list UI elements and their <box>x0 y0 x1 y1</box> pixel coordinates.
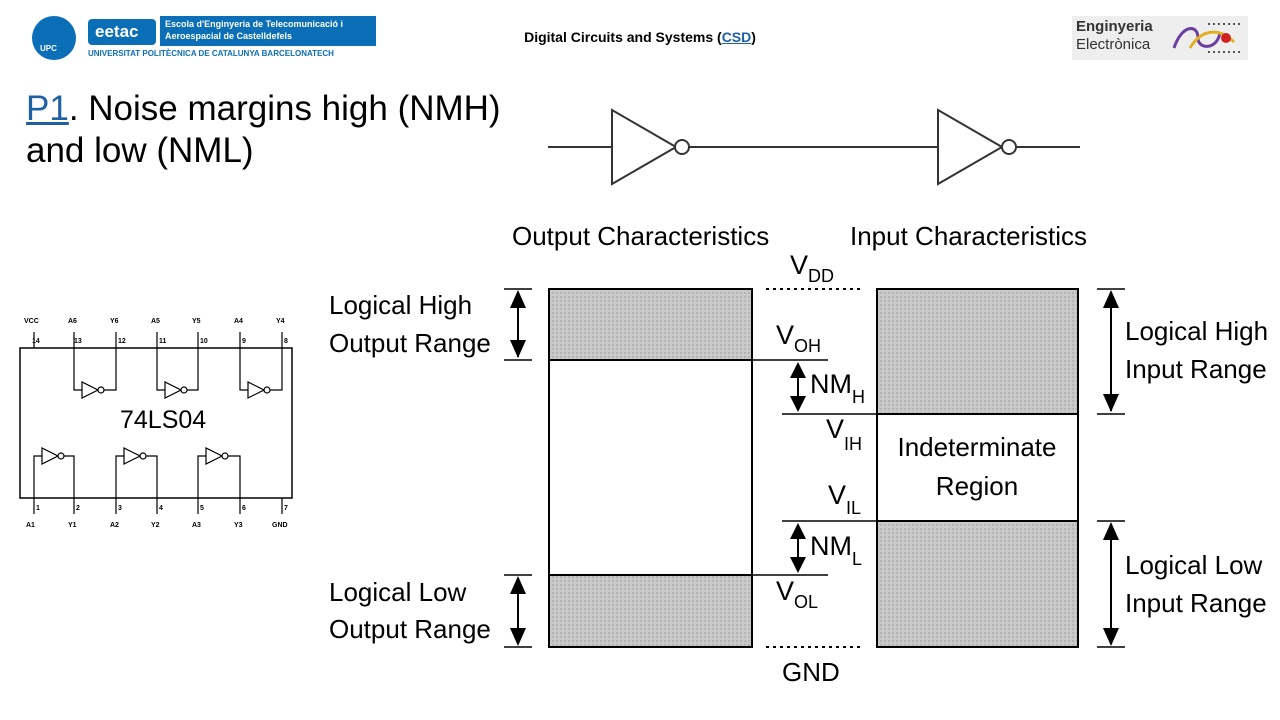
dept-logo-line2: Electrònica <box>1076 36 1151 53</box>
chip-gate-top-1 <box>81 381 100 399</box>
pin-name-bottom: A3 <box>192 522 201 529</box>
inverter-gate-1 <box>611 108 678 186</box>
pin-num-bottom: 3 <box>118 505 122 512</box>
gnd-label: GND <box>782 657 840 687</box>
pin-num-bottom: 7 <box>284 505 288 512</box>
pin-num-bottom: 4 <box>159 505 163 512</box>
pin-name-top: Y6 <box>110 318 119 325</box>
pin-num-top: 11 <box>159 338 167 345</box>
inverter-chain <box>548 108 1080 186</box>
school-banner <box>160 16 376 46</box>
chip-gate-top-2 <box>164 381 183 399</box>
title-link[interactable]: P1 <box>26 89 69 128</box>
pin-name-top: VCC <box>24 318 39 325</box>
indeterminate-region <box>876 413 1079 522</box>
output-high-range <box>548 288 753 361</box>
pin-name-top: A4 <box>234 318 243 325</box>
pin-name-bottom: A2 <box>110 522 119 529</box>
pin-num-top: 10 <box>200 338 208 345</box>
chip-gate-bottom-3 <box>205 447 224 465</box>
pin-num-bottom: 5 <box>200 505 204 512</box>
eetac-logo <box>88 19 156 45</box>
output-heading: Output Characteristics <box>512 221 769 251</box>
out-low-arrow <box>510 576 526 594</box>
upc-logo <box>32 16 76 60</box>
pin-num-top: 9 <box>242 338 246 345</box>
pin-num-top: 12 <box>118 338 126 345</box>
in-low-label-2: Input Range <box>1125 588 1267 618</box>
out-high-arrow <box>510 290 526 308</box>
input-heading: Input Characteristics <box>850 221 1087 251</box>
dept-logo-mark-icon <box>1172 23 1240 53</box>
chip-gate-bottom-2 <box>123 447 142 465</box>
output-undefined <box>548 359 753 576</box>
nmh-label: NMH <box>810 369 865 407</box>
inverter-bubble-1 <box>674 139 690 155</box>
chip-gate-bottom-1 <box>41 447 60 465</box>
pin-num-top: 13 <box>74 338 82 345</box>
nml-label: NML <box>810 531 862 569</box>
pin-name-bottom: A1 <box>26 522 35 529</box>
chip-pinout: VCC A6 Y6 A5 Y5 A4 Y4 14 13 12 11 10 9 8… <box>19 318 293 529</box>
chip-body <box>19 347 293 499</box>
out-low-label-2: Output Range <box>329 614 491 644</box>
inverter-bubble-2 <box>1001 139 1017 155</box>
school-name-line2: Aeroespacial de Castelldefels <box>165 31 293 41</box>
vol-label: VOL <box>776 576 818 612</box>
pin-name-bottom: GND <box>272 522 288 529</box>
course-title: Digital Circuits and Systems (CSD) <box>0 29 1280 45</box>
out-low-label-1: Logical Low <box>329 577 467 607</box>
voh-label: VOH <box>776 320 821 356</box>
vdd-label: VDD <box>790 250 834 286</box>
pin-num-top: 8 <box>284 338 288 345</box>
in-high-label-1: Logical High <box>1125 316 1268 346</box>
pin-name-top: A6 <box>68 318 77 325</box>
output-low-range <box>548 574 753 648</box>
inverter-gate-2 <box>937 108 1004 186</box>
pin-name-top: Y5 <box>192 318 201 325</box>
pin-num-top: 14 <box>32 338 40 345</box>
chip-name: 74LS04 <box>120 406 207 434</box>
input-high-range <box>876 288 1079 415</box>
in-low-label-1: Logical Low <box>1125 550 1263 580</box>
indeterminate-label-2: Region <box>936 471 1018 501</box>
school-name-line1: Escola d'Enginyeria de Telecomunicació i <box>165 19 344 29</box>
out-high-label-2: Output Range <box>329 328 491 358</box>
course-suffix: ) <box>751 29 756 45</box>
title-text: . Noise margins high (NMH) and low (NML) <box>26 89 501 170</box>
input-low-range <box>876 520 1079 648</box>
pin-name-top: Y4 <box>276 318 285 325</box>
pin-num-bottom: 6 <box>242 505 246 512</box>
vil-label: VIL <box>828 480 861 518</box>
in-high-label-2: Input Range <box>1125 354 1267 384</box>
university-name: UNIVERSITAT POLITÈCNICA DE CATALUNYA BAR… <box>88 49 334 58</box>
vih-label: VIH <box>826 414 862 454</box>
indeterminate-label-1: Indeterminate <box>898 432 1057 462</box>
pin-name-bottom: Y2 <box>151 522 160 529</box>
dept-logo-line1: Enginyeria <box>1076 18 1153 35</box>
eetac-logo-text: eetac <box>95 22 139 41</box>
chip-gate-top-3 <box>247 381 266 399</box>
in-high-arrow <box>1103 290 1119 308</box>
pin-name-bottom: Y3 <box>234 522 243 529</box>
noise-margin-diagram: Output Characteristics Input Characteris… <box>329 221 1268 687</box>
slide-title: P1. Noise margins high (NMH) and low (NM… <box>26 88 566 172</box>
course-link[interactable]: CSD <box>721 29 752 45</box>
pin-name-top: A5 <box>151 318 160 325</box>
course-prefix: Digital Circuits and Systems ( <box>524 29 722 45</box>
upc-logo-text: UPC <box>40 44 57 53</box>
in-low-arrow <box>1103 522 1119 540</box>
pin-num-bottom: 2 <box>76 505 80 512</box>
pin-num-bottom: 1 <box>36 505 40 512</box>
pin-name-bottom: Y1 <box>68 522 77 529</box>
out-high-label-1: Logical High <box>329 290 472 320</box>
